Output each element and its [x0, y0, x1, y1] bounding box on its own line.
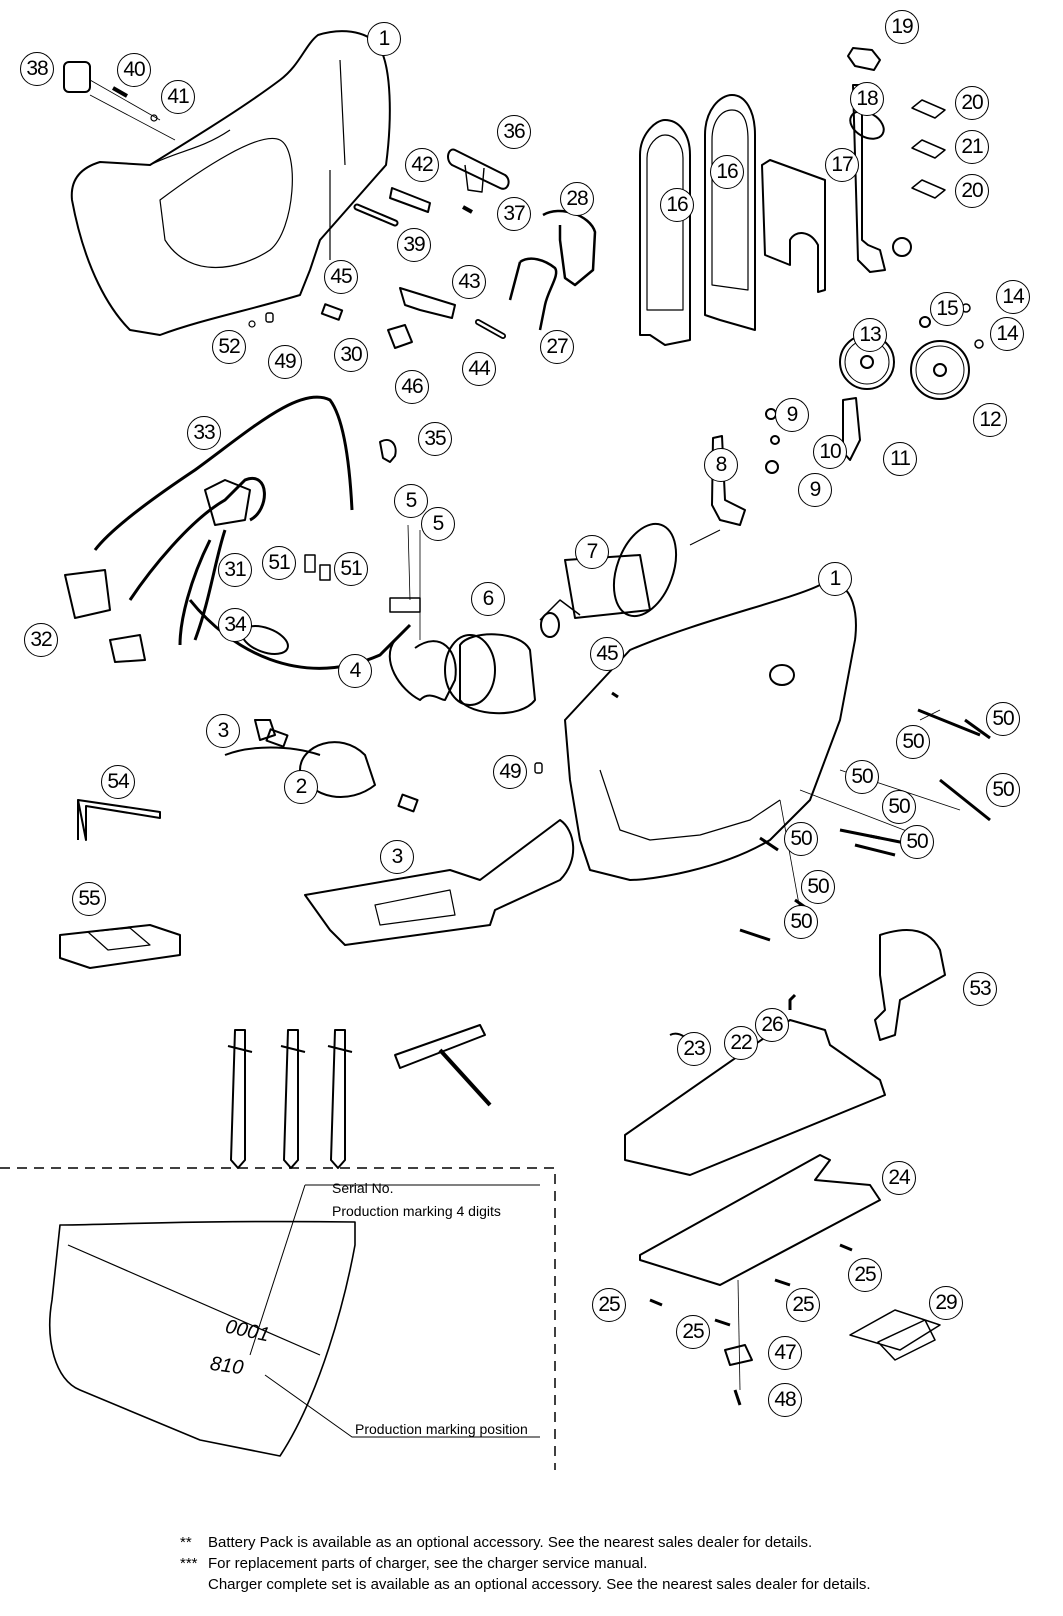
callout-5: 5 — [394, 484, 428, 518]
housing-right-part — [564, 582, 857, 881]
callout-31: 31 — [218, 553, 252, 587]
callout-33: 33 — [187, 416, 221, 450]
callout-9-lower: 9 — [798, 473, 832, 507]
callout-19: 19 — [885, 10, 919, 44]
callout-16-upper: 16 — [710, 155, 744, 189]
callout-23: 23 — [677, 1032, 711, 1066]
callout-21: 21 — [955, 130, 989, 164]
callout-40: 40 — [117, 53, 151, 87]
callout-13: 13 — [853, 318, 887, 352]
callout-39: 39 — [397, 228, 431, 262]
callout-34: 34 — [218, 608, 252, 642]
callout-3: 3 — [206, 714, 240, 748]
callout-9: 9 — [775, 398, 809, 432]
callout-32: 32 — [24, 623, 58, 657]
callout-25-c: 25 — [848, 1258, 882, 1292]
callout-25-b: 25 — [786, 1288, 820, 1322]
callout-4: 4 — [338, 654, 372, 688]
footnote-battery: ** Battery Pack is available as an optio… — [180, 1534, 813, 1551]
housing-left-part — [70, 30, 391, 336]
callout-53: 53 — [963, 972, 997, 1006]
callout-17: 17 — [825, 148, 859, 182]
callout-50-e: 50 — [882, 790, 916, 824]
production-marking-value: 810 — [208, 1352, 245, 1380]
callout-50-f: 50 — [784, 822, 818, 856]
callout-52: 52 — [212, 330, 246, 364]
callout-50-d: 50 — [986, 773, 1020, 807]
callout-50-b: 50 — [896, 725, 930, 759]
callout-41: 41 — [161, 80, 195, 114]
footnote-charger-set: Charger complete set is available as an … — [208, 1576, 871, 1593]
footnotes: ** Battery Pack is available as an optio… — [180, 1532, 871, 1595]
callout-54: 54 — [101, 765, 135, 799]
callout-55: 55 — [72, 882, 106, 916]
callout-3-lower: 3 — [380, 840, 414, 874]
callout-27: 27 — [540, 330, 574, 364]
callout-50-c: 50 — [845, 760, 879, 794]
callout-1: 1 — [367, 22, 401, 56]
callout-6: 6 — [471, 582, 505, 616]
callout-24: 24 — [882, 1161, 916, 1195]
callout-1-right: 1 — [818, 562, 852, 596]
callout-50-a: 50 — [986, 702, 1020, 736]
callout-51-right: 51 — [334, 552, 368, 586]
callout-11: 11 — [883, 442, 917, 476]
callout-46: 46 — [395, 370, 429, 404]
callout-29: 29 — [929, 1286, 963, 1320]
callout-35: 35 — [418, 422, 452, 456]
callout-26: 26 — [755, 1008, 789, 1042]
footnote-charger-parts: *** For replacement parts of charger, se… — [180, 1555, 648, 1572]
callout-18: 18 — [850, 82, 884, 116]
callout-30: 30 — [334, 338, 368, 372]
serial-no-label: Serial No. — [332, 1180, 394, 1196]
callout-5-right: 5 — [421, 507, 455, 541]
callout-45: 45 — [324, 260, 358, 294]
callout-38: 38 — [20, 52, 54, 86]
callout-14-lower: 14 — [990, 317, 1024, 351]
callout-25: 25 — [592, 1288, 626, 1322]
callout-42: 42 — [405, 148, 439, 182]
callout-2: 2 — [284, 770, 318, 804]
callout-49-right: 49 — [493, 755, 527, 789]
callout-16: 16 — [660, 188, 694, 222]
callout-36: 36 — [497, 115, 531, 149]
callout-7: 7 — [575, 535, 609, 569]
callout-15: 15 — [930, 292, 964, 326]
callout-12: 12 — [973, 403, 1007, 437]
callout-50-i: 50 — [784, 905, 818, 939]
callout-45-right: 45 — [590, 637, 624, 671]
callout-37: 37 — [497, 197, 531, 231]
callout-49: 49 — [268, 345, 302, 379]
callout-28: 28 — [560, 182, 594, 216]
production-marking-position-label: Production marking position — [355, 1421, 528, 1437]
callout-25-d: 25 — [676, 1315, 710, 1349]
callout-48: 48 — [768, 1383, 802, 1417]
callout-20: 20 — [955, 86, 989, 120]
callout-14: 14 — [996, 280, 1030, 314]
callout-43: 43 — [452, 265, 486, 299]
callout-50-g: 50 — [900, 825, 934, 859]
callout-44: 44 — [462, 352, 496, 386]
callout-20-lower: 20 — [955, 174, 989, 208]
production-marking-digits-label: Production marking 4 digits — [332, 1203, 501, 1219]
callout-8: 8 — [704, 448, 738, 482]
callout-22: 22 — [724, 1026, 758, 1060]
callout-47: 47 — [768, 1336, 802, 1370]
callout-10: 10 — [813, 435, 847, 469]
callout-51: 51 — [262, 546, 296, 580]
callout-50-h: 50 — [801, 870, 835, 904]
